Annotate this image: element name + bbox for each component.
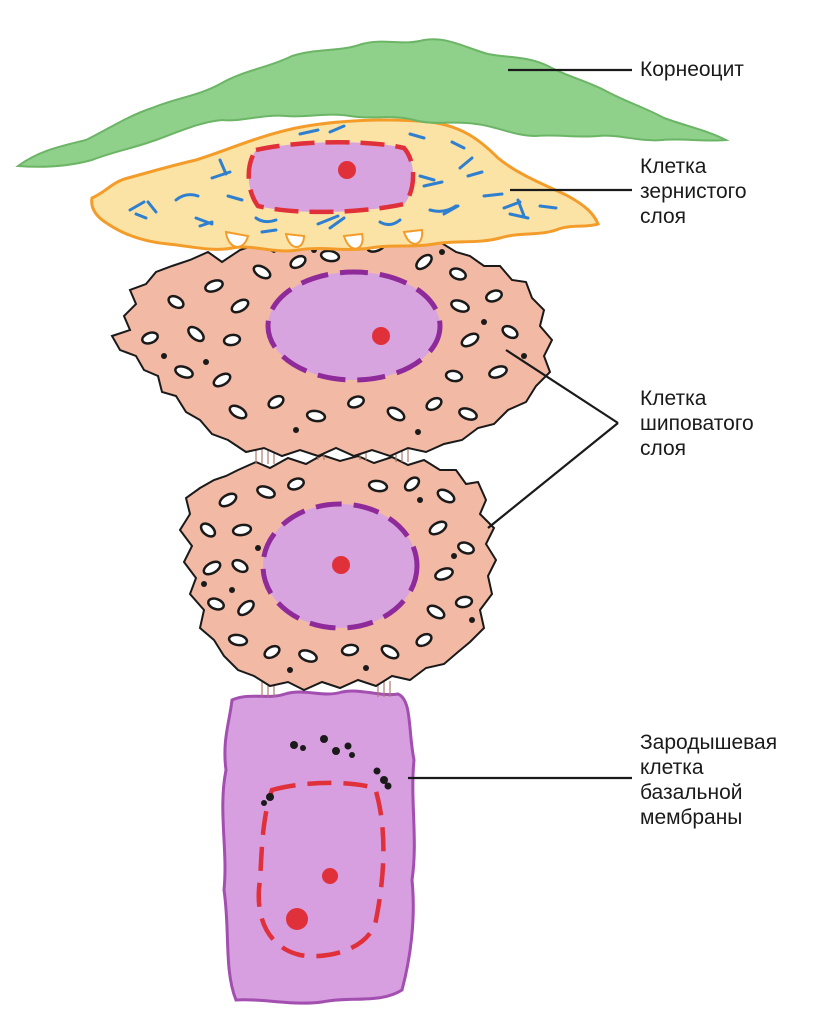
corneocyte xyxy=(15,38,730,168)
label-basal-line1: Зародышевая xyxy=(640,731,778,754)
label-spinous-line1: Клетка xyxy=(640,387,707,410)
keratin-granules-lower xyxy=(199,476,475,663)
spinous-lower-nucleolus xyxy=(332,556,350,574)
basal-nucleolus-large xyxy=(286,908,308,930)
leader-spinous-lower xyxy=(487,422,619,529)
keratohyalin-granules xyxy=(128,124,558,234)
basal-nucleolus-small xyxy=(322,868,338,884)
label-basal-line3: базальной xyxy=(640,781,743,804)
basal-cell-body xyxy=(221,689,416,1005)
label-granular-cell: Клетка зернистого слоя xyxy=(640,154,747,229)
basal-nucleus xyxy=(256,780,386,959)
granular-nucleolus xyxy=(338,161,356,179)
spinous-upper-nucleolus xyxy=(372,327,390,345)
melanin-granules xyxy=(261,735,392,806)
corneocyte-body xyxy=(15,38,730,168)
label-granular-line1: Клетка xyxy=(640,155,707,178)
leader-spinous-upper xyxy=(505,349,619,424)
leader-lines xyxy=(408,68,632,780)
spinous-cell-upper xyxy=(110,230,554,458)
dark-granules-lower xyxy=(201,497,475,673)
spinous-upper-nucleus xyxy=(265,269,443,383)
label-corneocyte-text: Корнеоцит xyxy=(640,58,744,81)
granular-nucleus xyxy=(246,139,416,215)
basal-cell xyxy=(221,689,416,1005)
label-spinous-line3: слоя xyxy=(640,437,687,460)
spinous-cell-lower xyxy=(178,453,498,692)
label-basal-cell: Зародышевая клетка базальной мембраны xyxy=(640,730,777,830)
granular-cell-gaps xyxy=(224,228,424,250)
label-spinous-cell: Клетка шиповатого слоя xyxy=(640,386,754,461)
label-spinous-line2: шиповатого xyxy=(640,412,754,435)
label-granular-line2: зернистого xyxy=(640,180,747,203)
label-basal-line4: мембраны xyxy=(640,806,743,829)
label-granular-line3: слоя xyxy=(640,205,687,228)
label-basal-line2: клетка xyxy=(640,756,704,779)
label-corneocyte: Корнеоцит xyxy=(640,57,744,82)
granular-cell xyxy=(90,118,600,253)
